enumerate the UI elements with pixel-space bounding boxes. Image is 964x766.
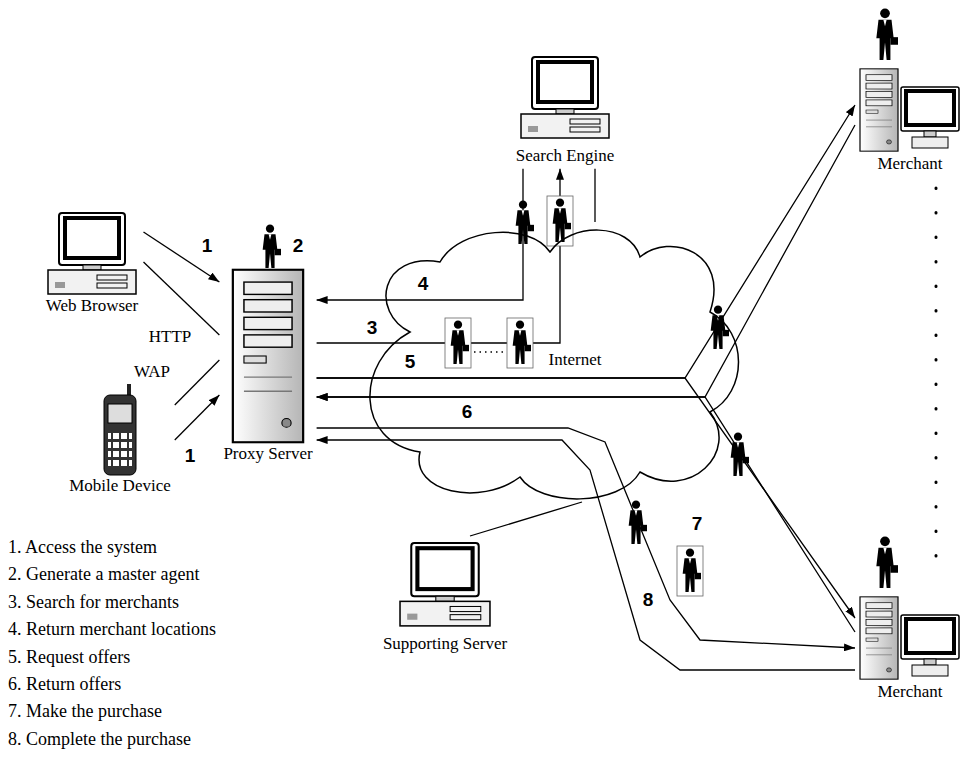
agent-figure — [629, 501, 647, 545]
connector-arrow — [317, 125, 855, 397]
node-label: Search Engine — [516, 147, 615, 166]
icon-space — [520, 50, 610, 146]
device-node: Merchant — [855, 66, 964, 177]
phone-icon — [104, 384, 136, 475]
agent-figure — [263, 225, 281, 269]
connector-arrow — [317, 105, 855, 378]
callout-number: 1 — [183, 446, 198, 467]
device-node: Proxy Server — [219, 268, 316, 467]
agent-frame — [547, 196, 573, 246]
icon-space — [98, 392, 142, 476]
node-label: Mobile Device — [69, 477, 171, 496]
agent-figure — [683, 549, 701, 593]
connector-arrow — [144, 232, 220, 282]
step-text: 5. Request offers — [6, 648, 132, 668]
callout-number: 2 — [291, 236, 306, 257]
icon-space — [399, 536, 491, 634]
agent-frame — [445, 318, 471, 368]
icon-space — [231, 268, 305, 444]
agent-frame — [677, 546, 703, 596]
connector-arrow — [470, 502, 582, 536]
agent-figure — [711, 306, 729, 350]
device-node: Web Browser — [41, 212, 144, 319]
server-tower-icon — [860, 597, 898, 679]
dotted-line — [474, 351, 505, 353]
monitor-icon — [901, 87, 959, 148]
connector-arrow — [317, 169, 560, 343]
agent-figure — [876, 536, 898, 587]
desktop-icon — [400, 543, 490, 626]
step-text: 8. Complete the purchase — [6, 730, 193, 750]
desktop-icon — [48, 213, 136, 294]
cloud-shape — [370, 230, 739, 499]
step-text: 2. Generate a master agent — [6, 565, 201, 585]
callout-number: 3 — [365, 318, 380, 339]
connector-arrow — [317, 440, 855, 670]
node-label: Web Browser — [46, 297, 139, 316]
step-text: 6. Return offers — [6, 675, 123, 695]
connector-arrow — [175, 360, 220, 405]
agent-figure — [513, 321, 531, 365]
icon-space — [859, 66, 961, 154]
device-node: Merchant — [855, 594, 964, 705]
desktop-icon — [521, 57, 609, 138]
protocol-label: WAP — [132, 363, 172, 382]
agent-figure — [553, 199, 571, 243]
monitor-icon — [901, 615, 959, 676]
device-node: Supporting Server — [379, 536, 511, 657]
callout-number: 1 — [200, 236, 215, 257]
node-label: Internet — [549, 351, 602, 370]
node-label: Supporting Server — [383, 635, 507, 654]
device-node: Search Engine — [512, 50, 619, 169]
protocol-label: HTTP — [147, 328, 194, 347]
server-tower-icon — [233, 270, 303, 442]
icon-space — [45, 212, 140, 296]
step-text: 4. Return merchant locations — [6, 620, 218, 640]
connector-arrow — [175, 395, 220, 440]
connector-arrow — [317, 169, 523, 300]
network-cloud: Internet — [370, 222, 745, 502]
node-label: Proxy Server — [223, 445, 312, 464]
server-tower-icon — [860, 69, 898, 151]
connector-arrow — [317, 428, 855, 648]
agent-figure — [876, 8, 898, 59]
callout-number: 4 — [416, 274, 431, 295]
step-text: 1. Access the system — [6, 538, 159, 558]
agent-frame — [507, 318, 533, 368]
icon-space — [859, 594, 961, 682]
node-label: Merchant — [877, 155, 942, 174]
callout-number: 6 — [460, 402, 475, 423]
callout-number: 8 — [641, 590, 656, 611]
node-label: Merchant — [877, 683, 942, 702]
step-text: 3. Search for merchants — [6, 593, 181, 613]
ellipsis-dots — [935, 188, 938, 560]
connector-arrow — [594, 169, 595, 222]
connector-arrow — [317, 397, 855, 632]
connector-arrow — [144, 262, 220, 335]
callout-number: 7 — [690, 514, 705, 535]
device-node: Mobile Device — [65, 392, 175, 499]
agent-figure — [451, 321, 469, 365]
agent-figure — [731, 433, 749, 477]
step-text: 7. Make the purchase — [6, 702, 164, 722]
callout-number: 5 — [403, 352, 418, 373]
